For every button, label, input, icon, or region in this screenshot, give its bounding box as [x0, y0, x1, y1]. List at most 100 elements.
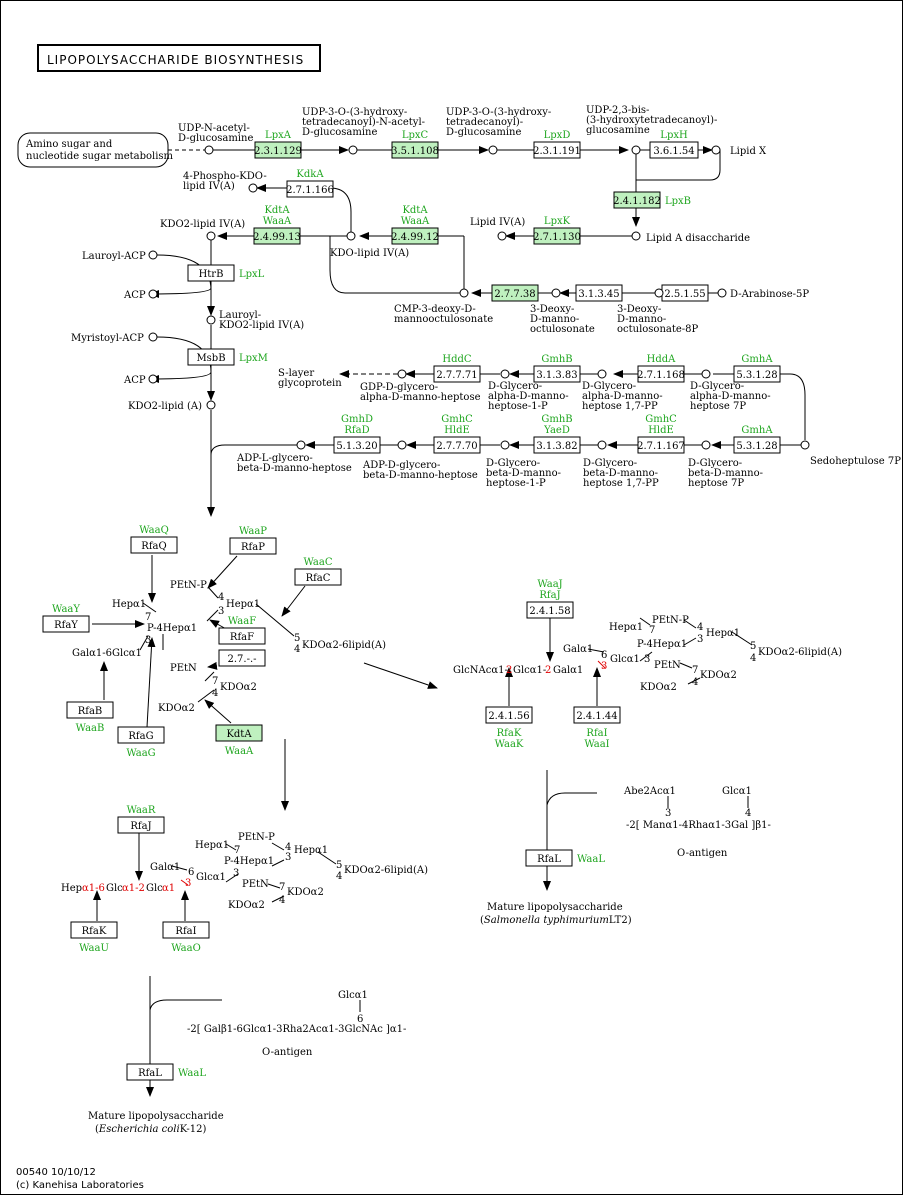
enzyme-box[interactable]	[294, 568, 342, 586]
compound-adpdg[interactable]: ADP-D-glycero-beta-D-manno-heptose	[362, 440, 478, 481]
enzyme-box[interactable]	[117, 726, 165, 744]
enzyme-box[interactable]	[533, 365, 581, 383]
compound-node[interactable]	[248, 183, 258, 193]
enzyme-box[interactable]	[649, 141, 699, 159]
enzyme-box[interactable]	[637, 365, 685, 383]
enzyme-box[interactable]	[254, 141, 302, 159]
compound-node[interactable]	[497, 231, 507, 241]
compound-acp1[interactable]: ACP	[123, 289, 158, 301]
compound-node[interactable]	[206, 315, 216, 325]
compound-node[interactable]	[631, 231, 641, 241]
compound-gdp[interactable]: GDP-D-glycero-alpha-D-manno-heptose	[360, 369, 481, 403]
enzyme-box[interactable]	[491, 284, 539, 302]
compound-node[interactable]	[397, 369, 407, 379]
enzyme-box[interactable]	[391, 227, 439, 245]
compound-dg7p-b[interactable]: D-Glycero-beta-D-manno-heptose 7P	[688, 440, 763, 489]
compound-node[interactable]	[551, 288, 561, 298]
enzyme-box[interactable]	[117, 816, 165, 834]
enzyme-box[interactable]	[485, 706, 533, 724]
compound-node[interactable]	[597, 369, 607, 379]
enzyme-box[interactable]	[162, 921, 210, 939]
compound-lipidiva[interactable]: Lipid IV(A)	[470, 217, 525, 241]
enzyme-box[interactable]	[433, 436, 481, 454]
enzyme-box[interactable]	[187, 348, 235, 366]
compound-ara5p[interactable]: D-Arabinose-5P	[717, 288, 809, 300]
compound-node[interactable]	[148, 250, 158, 260]
enzyme-box[interactable]	[533, 436, 581, 454]
enzyme-2-7-[interactable]: 2.7.-.-	[218, 649, 266, 667]
compound-dg17pp-a[interactable]: D-Glycero-alpha-D-manno-heptose 1,7-PP	[582, 369, 663, 412]
compound-node[interactable]	[346, 231, 356, 241]
compound-node[interactable]	[488, 145, 498, 155]
compound-c1[interactable]: UDP-3-O-(3-hydroxy-tetradecanoyl)-N-acet…	[302, 107, 425, 155]
compound-kdo[interactable]: 3-Deoxy-D-manno-octulosonate	[530, 288, 595, 335]
enzyme-box[interactable]	[733, 365, 781, 383]
enzyme-box[interactable]	[733, 436, 781, 454]
compound-node[interactable]	[717, 288, 727, 298]
compound-cmpkdo[interactable]: CMP-3-deoxy-D-mannooctulosonate	[394, 288, 493, 325]
compound-dg1p-a[interactable]: D-Glycero-alpha-D-manno-heptose-1-P	[488, 369, 569, 412]
compound-adplg[interactable]: ADP-L-glycero-beta-D-manno-heptose	[236, 440, 352, 474]
enzyme-box[interactable]	[286, 180, 334, 198]
compound-node[interactable]	[397, 440, 407, 450]
compound-lauroylkdo[interactable]: Lauroyl-KDO2-lipid IV(A)	[206, 310, 304, 331]
enzyme-box[interactable]	[333, 436, 381, 454]
enzyme-box[interactable]	[253, 227, 301, 245]
compound-node[interactable]	[631, 145, 641, 155]
compound-node[interactable]	[800, 440, 810, 450]
enzyme-box[interactable]	[218, 627, 266, 645]
compound-node[interactable]	[296, 440, 306, 450]
compound-dg1p-b[interactable]: D-Glycero-beta-D-manno-heptose-1-P	[486, 440, 561, 489]
enzyme-2-7-7-38[interactable]: 2.7.7.38	[491, 284, 539, 302]
compound-node[interactable]	[701, 369, 711, 379]
enzyme-box[interactable]	[130, 536, 178, 554]
enzyme-box[interactable]	[525, 849, 573, 867]
compound-kdo2lipid[interactable]: KDO2-lipid IV(A)	[160, 219, 245, 241]
compound-sedo[interactable]: Sedoheptulose 7P	[800, 440, 901, 467]
compound-node[interactable]	[148, 289, 158, 299]
compound-4pkdo[interactable]: 4-Phospho-KDO-lipid IV(A)	[183, 171, 267, 193]
compound-udpglc[interactable]: UDP-N-acetyl-D-glucosamine	[178, 123, 253, 155]
enzyme-box[interactable]	[526, 601, 574, 619]
enzyme-box[interactable]	[187, 264, 235, 282]
enzyme-box[interactable]	[533, 141, 581, 159]
compound-node[interactable]	[711, 145, 721, 155]
enzyme-3-1-3-45[interactable]: 3.1.3.45	[575, 284, 623, 302]
compound-node[interactable]	[597, 440, 607, 450]
enzyme-box[interactable]	[433, 365, 481, 383]
compound-node[interactable]	[654, 288, 664, 298]
compound-lauroyl[interactable]: Lauroyl-ACP	[82, 250, 158, 262]
enzyme-box[interactable]	[613, 191, 661, 209]
enzyme-box[interactable]	[218, 649, 266, 667]
